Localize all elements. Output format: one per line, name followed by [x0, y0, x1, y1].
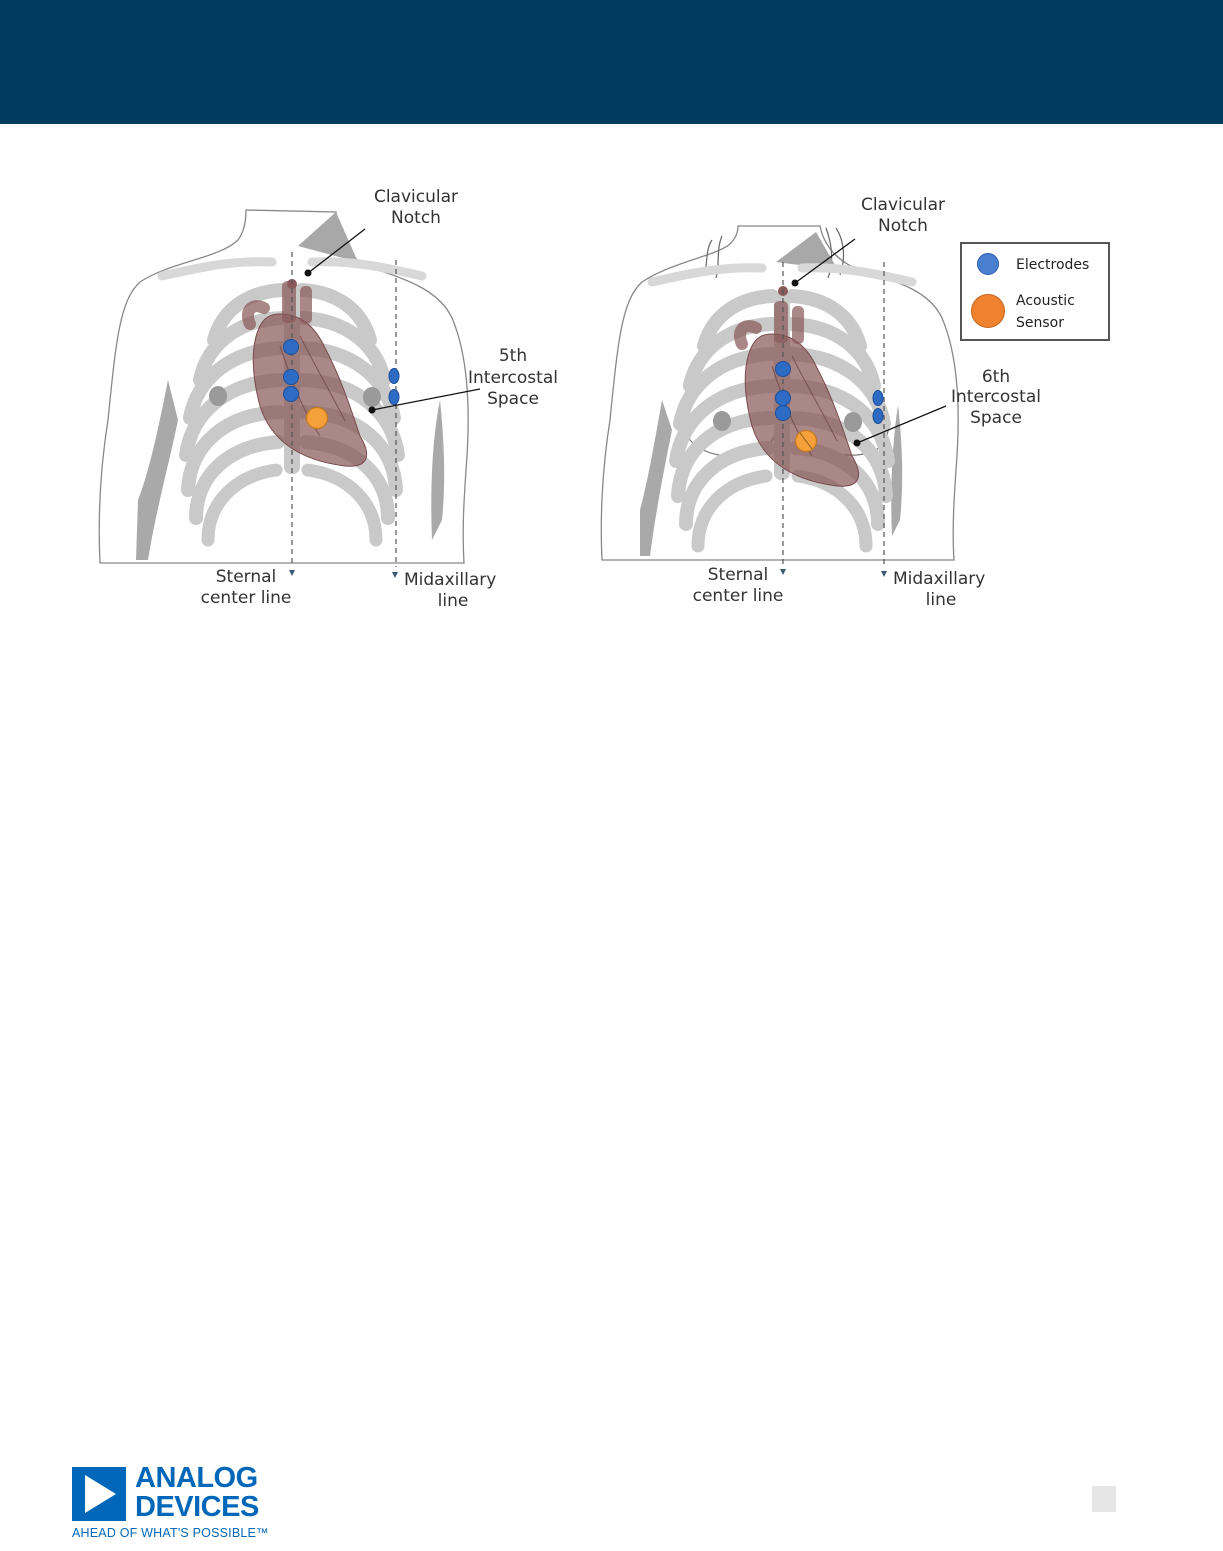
- right-electrode-4: [873, 391, 883, 406]
- right-notch-dot: [792, 280, 799, 287]
- logo-line-1: ANALOG: [135, 1464, 259, 1493]
- left-nipple-right: [363, 387, 381, 407]
- logo-wordmark: ANALOG DEVICES: [135, 1464, 259, 1522]
- left-electrode-4: [389, 369, 399, 384]
- left-space-dot: [369, 407, 376, 414]
- legend-electrodes-label: Electrodes: [1016, 257, 1089, 273]
- left-notch-label-1: Clavicular: [374, 187, 458, 207]
- left-sternal-label-2: center line: [201, 588, 292, 608]
- right-notch-label-1: Clavicular: [861, 195, 945, 215]
- right-axillary-label-1: Midaxillary: [893, 569, 985, 589]
- right-axillary-label-2: line: [926, 590, 957, 610]
- left-sternal-label-1: Sternal: [216, 567, 277, 587]
- right-space-label-3: Space: [970, 408, 1022, 428]
- logo-line-2: DEVICES: [135, 1493, 259, 1522]
- left-electrode-5: [389, 390, 399, 405]
- left-axillary-label-2: line: [438, 591, 469, 611]
- legend-electrode-swatch: [978, 254, 999, 275]
- right-space-label-2: Intercostal: [951, 387, 1041, 407]
- left-space-label-2: Intercostal: [468, 368, 558, 388]
- logo-tagline: AHEAD OF WHAT'S POSSIBLE™: [72, 1526, 269, 1540]
- right-electrode-5: [873, 409, 883, 424]
- legend-acoustic-label-1: Acoustic: [1016, 293, 1075, 309]
- right-electrode-3: [776, 406, 791, 421]
- left-space-label-3: Space: [487, 389, 539, 409]
- right-electrode-2: [776, 391, 791, 406]
- left-space-label-1: 5th: [499, 346, 527, 366]
- left-notch-dot: [305, 270, 312, 277]
- right-sternal-arrow: [780, 569, 786, 575]
- electrode-placement-figure: Clavicular Notch 5th Intercostal Space S…: [0, 124, 1223, 624]
- right-nipple-right: [844, 412, 862, 432]
- left-electrode-3: [284, 387, 299, 402]
- right-space-dot: [854, 440, 861, 447]
- legend-acoustic-label-2: Sensor: [1016, 315, 1064, 331]
- page-number-box: [1092, 1486, 1116, 1512]
- left-electrode-2: [284, 370, 299, 385]
- right-electrode-1: [776, 362, 791, 377]
- right-sternal-label-1: Sternal: [708, 565, 769, 585]
- legend-acoustic-swatch: [972, 295, 1005, 328]
- right-axillary-arrow: [881, 571, 887, 577]
- analog-devices-logo: ANALOG DEVICES AHEAD OF WHAT'S POSSIBLE™: [72, 1467, 292, 1551]
- right-space-label-1: 6th: [982, 367, 1010, 387]
- left-sternal-arrow: [289, 570, 295, 576]
- left-axillary-arrow: [392, 572, 398, 578]
- left-acoustic-sensor: [307, 408, 328, 429]
- header-bar: [0, 0, 1223, 124]
- legend: Electrodes Acoustic Sensor: [961, 243, 1109, 340]
- right-sternal-label-2: center line: [693, 586, 784, 606]
- left-electrode-1: [284, 340, 299, 355]
- left-nipple-left: [209, 386, 227, 406]
- logo-triangle-icon: [72, 1467, 126, 1521]
- left-notch-label-2: Notch: [391, 208, 441, 228]
- right-notch-label-2: Notch: [878, 216, 928, 236]
- right-nipple-left: [713, 411, 731, 431]
- left-axillary-label-1: Midaxillary: [404, 570, 496, 590]
